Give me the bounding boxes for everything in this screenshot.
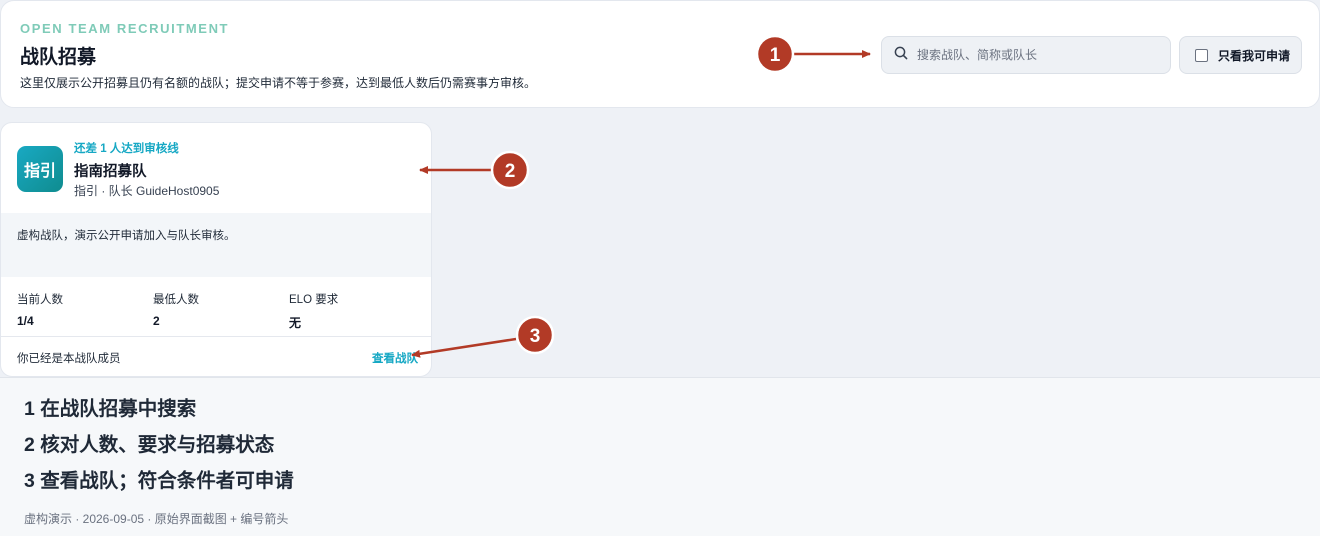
filter-label: 只看我可申请 bbox=[1218, 48, 1291, 63]
header-card: OPEN TEAM RECRUITMENT 战队招募 这里仅展示公开招募且仍有名… bbox=[0, 0, 1320, 108]
team-description-box: 虚构战队，演示公开申请加入与队长审核。 bbox=[1, 213, 431, 277]
stat-elo-requirement: ELO 要求 无 bbox=[289, 291, 338, 331]
view-team-link[interactable]: 查看战队 bbox=[372, 353, 418, 365]
legend-step-3: 3 查看战队；符合条件者可申请 bbox=[24, 470, 294, 492]
page-title: 战队招募 bbox=[20, 47, 97, 68]
stat-value: 无 bbox=[289, 316, 302, 330]
marker-number-3: 3 bbox=[530, 326, 541, 347]
team-meta: 指引 · 队长 GuideHost0905 bbox=[74, 184, 220, 198]
stat-value: 2 bbox=[153, 314, 160, 328]
legend-step-1: 1 在战队招募中搜索 bbox=[24, 398, 197, 420]
marker-badge-2 bbox=[490, 150, 530, 190]
annotation-arrow-3: 3 bbox=[411, 315, 555, 358]
team-card: 指引 还差 1 人达到审核线 指南招募队 指引 · 队长 GuideHost09… bbox=[0, 122, 432, 377]
search-input[interactable] bbox=[917, 48, 1157, 62]
marker-number-2: 2 bbox=[505, 161, 516, 182]
team-name: 指南招募队 bbox=[74, 164, 147, 180]
filter-eligible-toggle[interactable]: 只看我可申请 bbox=[1179, 36, 1302, 74]
search-box[interactable] bbox=[881, 36, 1171, 74]
filter-checkbox[interactable] bbox=[1195, 48, 1208, 62]
team-card-footer: 你已经是本战队成员 查看战队 bbox=[1, 336, 431, 376]
stat-min-members: 最低人数 2 bbox=[153, 291, 199, 328]
stat-value: 1/4 bbox=[17, 314, 34, 328]
page-description: 这里仅展示公开招募且仍有名额的战队；提交申请不等于参赛，达到最低人数后仍需赛事方… bbox=[20, 76, 537, 90]
recruit-status: 还差 1 人达到审核线 bbox=[74, 143, 179, 155]
marker-badge-3 bbox=[515, 315, 555, 355]
stat-label: 最低人数 bbox=[153, 294, 199, 306]
search-icon bbox=[894, 46, 908, 65]
legend-step-2: 2 核对人数、要求与招募状态 bbox=[24, 434, 275, 456]
page-eyebrow: OPEN TEAM RECRUITMENT bbox=[20, 21, 230, 36]
legend-panel: 1 在战队招募中搜索 2 核对人数、要求与招募状态 3 查看战队；符合条件者可申… bbox=[0, 377, 1320, 536]
stat-current-members: 当前人数 1/4 bbox=[17, 291, 63, 328]
team-description: 虚构战队，演示公开申请加入与队长审核。 bbox=[17, 230, 236, 242]
team-logo: 指引 bbox=[17, 146, 63, 192]
stat-label: ELO 要求 bbox=[289, 294, 339, 306]
annotation-arrow-2: 2 bbox=[419, 150, 530, 190]
stat-label: 当前人数 bbox=[17, 294, 63, 306]
team-logo-text: 指引 bbox=[23, 163, 56, 180]
member-note: 你已经是本战队成员 bbox=[17, 353, 121, 365]
legend-footnote: 虚构演示 · 2026-09-05 · 原始界面截图 + 编号箭头 bbox=[24, 512, 289, 526]
